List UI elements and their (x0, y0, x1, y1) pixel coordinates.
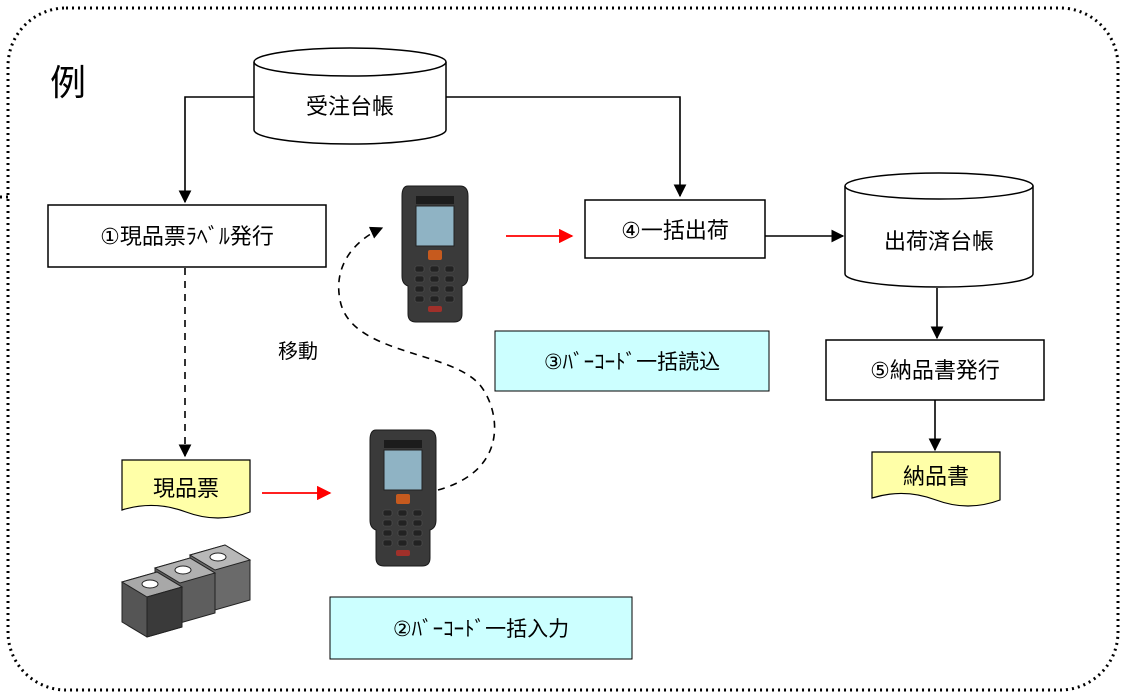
item-ticket-document (121, 459, 251, 519)
bulk-ship-text: ④一括出荷 (621, 219, 729, 244)
delivery-issue-text: ⑤納品書発行 (870, 359, 1000, 384)
shipped-ledger-cylinder: 出荷済台帳 (844, 172, 1034, 288)
bulk-read-text: ③ﾊﾞｰｺｰﾄﾞ一括読込 (544, 350, 720, 374)
example-frame (6, 6, 1120, 692)
arrow-ledger-to-label (178, 96, 254, 204)
bulk-input-box (329, 596, 633, 660)
move-path (337, 226, 496, 491)
order-ledger-cylinder: 受注台帳 (253, 47, 447, 145)
order-ledger-label: 受注台帳 (306, 95, 394, 120)
example-title: 例 (50, 63, 86, 104)
arrow-ledger-to-ship (446, 96, 687, 198)
label-issue-box (47, 204, 327, 268)
shipped-ledger-label: 出荷済台帳 (884, 230, 994, 255)
barcode-scanner-icon (401, 185, 469, 323)
label-issue-text: ①現品票ﾗﾍﾞﾙ発行 (100, 225, 274, 250)
bulk-ship-box (584, 199, 766, 259)
delivery-note-text: 納品書 (903, 465, 969, 490)
delivery-note-document (871, 451, 1001, 507)
bulk-read-box (494, 330, 770, 392)
bulk-input-text: ②ﾊﾞｰｺｰﾄﾞ一括入力 (393, 617, 569, 641)
delivery-issue-box (825, 339, 1045, 401)
item-ticket-text: 現品票 (153, 477, 219, 502)
barcode-scanner-icon (369, 429, 437, 567)
parts-blocks-icon (120, 544, 252, 638)
move-label: 移動 (278, 339, 318, 363)
